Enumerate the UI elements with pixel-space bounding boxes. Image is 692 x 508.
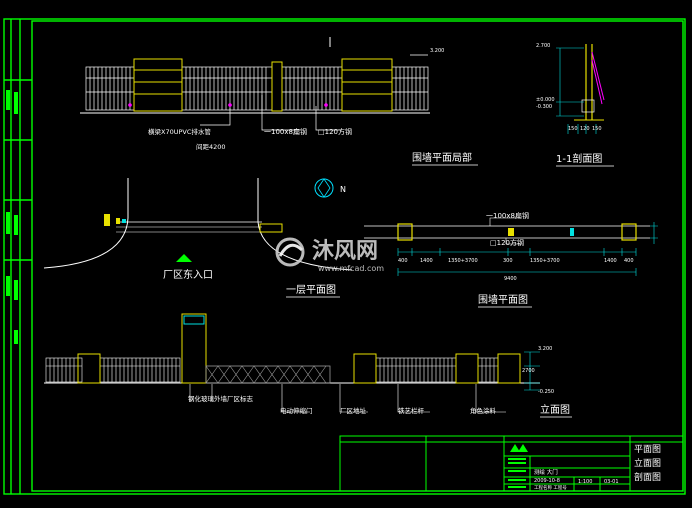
pier-right — [621, 223, 637, 241]
section-level-top: 2.700 — [536, 43, 550, 49]
level-mark-top: 3.200 — [430, 48, 444, 54]
title-wall-plan: 围墙平面图 — [478, 293, 528, 306]
elevation-leaders — [200, 54, 428, 131]
note-column: □120方钢 — [318, 127, 352, 136]
wall-plan-plate-note: 一100x8扁钢 — [486, 211, 529, 220]
title-block-logo — [508, 444, 528, 488]
entrance-arrow — [176, 254, 192, 262]
elevation-piers — [77, 353, 521, 384]
elev-level-bottom: -0.250 — [538, 389, 554, 395]
date-field: 2009-10-8 — [534, 478, 560, 484]
pier-left — [397, 223, 413, 241]
sheet-title-elevation: 立面图 — [634, 457, 661, 469]
wall-plan-dim-1: 400 — [398, 258, 408, 264]
anchor-points — [128, 103, 328, 107]
title-block: 平面图 立面图 剖面图 测绘 大门 2009-10-8 工程名称 工程号 1:1… — [339, 435, 684, 492]
watermark: 沐风网 www.mfcad.com — [275, 237, 384, 273]
section-dim-3: 150 — [592, 126, 602, 132]
watermark-url: www.mfcad.com — [318, 264, 384, 273]
full-elevation: 3.200 2700 -0.250 钢化玻璃外墙厂区标志 电动伸缩门 厂区地址 … — [44, 313, 572, 418]
elevation-fence — [45, 357, 499, 383]
sheet-no-field: 03-01 — [604, 479, 619, 485]
wall-plan-total: 9400 — [504, 276, 517, 282]
title-section: 1-1剖面图 — [556, 152, 602, 165]
sliding-gate — [205, 365, 331, 384]
sheet-title-plan: 平面图 — [634, 444, 661, 455]
binding-strip-marks — [6, 90, 18, 344]
scale-field: 1:100 — [578, 479, 592, 485]
callout-paint: 角色涂料 — [470, 406, 497, 415]
elev-level-mid: 2700 — [522, 368, 535, 374]
wall-plan-dim-2: 1400 — [420, 258, 433, 264]
wall-plan-dim-6: 1400 — [604, 258, 617, 264]
sheet-title-section: 剖面图 — [634, 471, 661, 483]
wall-plan-dim-5: 1350+3700 — [530, 258, 560, 264]
section-dim-2: 120 — [580, 126, 590, 132]
wall-partial-elevation: 3.200 横梁Ⅹ70UPVC排水管 间距4200 一100x8扁钢 □120方… — [80, 37, 478, 166]
wall-plan-dim-3: 1350+3700 — [448, 258, 478, 264]
section-level-mid: ±0.000 — [536, 97, 555, 103]
road-curve-right — [257, 178, 353, 271]
entrance-label: 厂区东入口 — [163, 268, 213, 281]
ground-floor-plan: 厂区东入口 N 一层平面图 — [43, 178, 353, 298]
watermark-logo — [275, 237, 305, 267]
callout-iron-railing: 铁艺栏杆 — [398, 406, 425, 415]
wall-plan-dim-4: 300 — [503, 258, 513, 264]
watermark-name: 沐风网 — [312, 239, 378, 264]
section-level-bottom: -0.300 — [536, 104, 552, 110]
title-elevation: 立面图 — [540, 403, 570, 416]
elevation-leaders — [189, 384, 506, 413]
section-dim-1: 150 — [568, 126, 578, 132]
sign-tower — [181, 313, 207, 384]
piers — [133, 58, 393, 112]
project-field: 工程名称 工程号 — [534, 484, 567, 491]
note-pipe: 横梁Ⅹ70UPVC排水管 — [148, 127, 211, 136]
wall-plan-column-note: □120方钢 — [490, 238, 524, 247]
elev-level-top: 3.200 — [538, 346, 552, 352]
designer-field: 测绘 大门 — [534, 468, 558, 476]
callout-electric-gate: 电动伸缩门 — [280, 406, 313, 415]
section-1-1: 2.700 ±0.000 -0.300 150 120 150 1-1剖面图 — [536, 43, 614, 167]
road-curve — [43, 178, 129, 269]
wall-plan: 一100x8扁钢 □120方钢 400 1400 1350+3700 300 1… — [364, 211, 658, 308]
callout-address: 厂区地址 — [340, 406, 367, 415]
title-ground-floor-plan: 一层平面图 — [286, 284, 336, 296]
north-arrow: N — [314, 178, 346, 198]
svg-text:N: N — [340, 185, 346, 194]
note-pipe-spacing: 间距4200 — [196, 143, 226, 151]
fence-bays — [85, 66, 429, 111]
note-plate: 一100x8扁钢 — [264, 127, 307, 136]
wall-plan-dim-7: 400 — [624, 258, 634, 264]
callout-glass-wall-sign: 钢化玻璃外墙厂区标志 — [188, 394, 254, 403]
title-wall-partial: 围墙平面局部 — [412, 151, 472, 164]
